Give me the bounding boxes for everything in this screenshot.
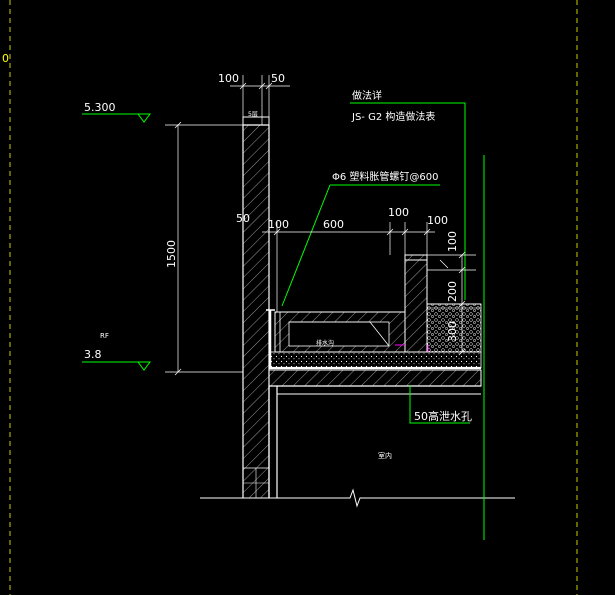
dim-100-vert: 100 (446, 231, 459, 252)
accent-marks (395, 344, 429, 352)
dim-top-100: 100 (218, 72, 239, 85)
note-practice: 做法详 (352, 89, 382, 102)
dim-small: 5层 (248, 111, 258, 118)
dim-100-a: 100 (268, 218, 289, 231)
curb (404, 254, 428, 353)
gutter (274, 311, 406, 353)
note-drain: 50高泄水孔 (414, 409, 472, 423)
left-edge-label: 0 (2, 52, 9, 65)
room-tag: 室内 (378, 451, 392, 460)
interior-wall (268, 386, 481, 498)
dim-200-vert: 200 (446, 281, 459, 302)
dim-600: 600 (323, 218, 344, 231)
level-bottom-tag: RF (100, 332, 109, 340)
dim-50-side: 50 (236, 212, 250, 225)
roof-slab (268, 369, 482, 387)
dim-100-b: 100 (388, 206, 409, 219)
note-bolt: Φ6 塑料胀管螺钉@600 (332, 170, 439, 183)
parapet-wall (242, 116, 270, 499)
dim-height: 1500 (165, 240, 178, 268)
leader-lines (82, 102, 485, 540)
dimension-lines (165, 75, 476, 376)
fill-layer (268, 351, 482, 369)
gutter-tag: 排水沟 (316, 339, 334, 347)
level-top: 5.300 (84, 101, 116, 114)
dim-300-vert: 300 (446, 321, 459, 342)
dim-100-c: 100 (427, 214, 448, 227)
gravel-layer (426, 303, 482, 353)
frame-lines (9, 0, 578, 595)
break-lines (200, 488, 515, 508)
level-bottom: 3.8 (84, 348, 102, 361)
dim-top-50: 50 (271, 72, 285, 85)
note-spec: JS- G2 构造做法表 (351, 110, 435, 123)
